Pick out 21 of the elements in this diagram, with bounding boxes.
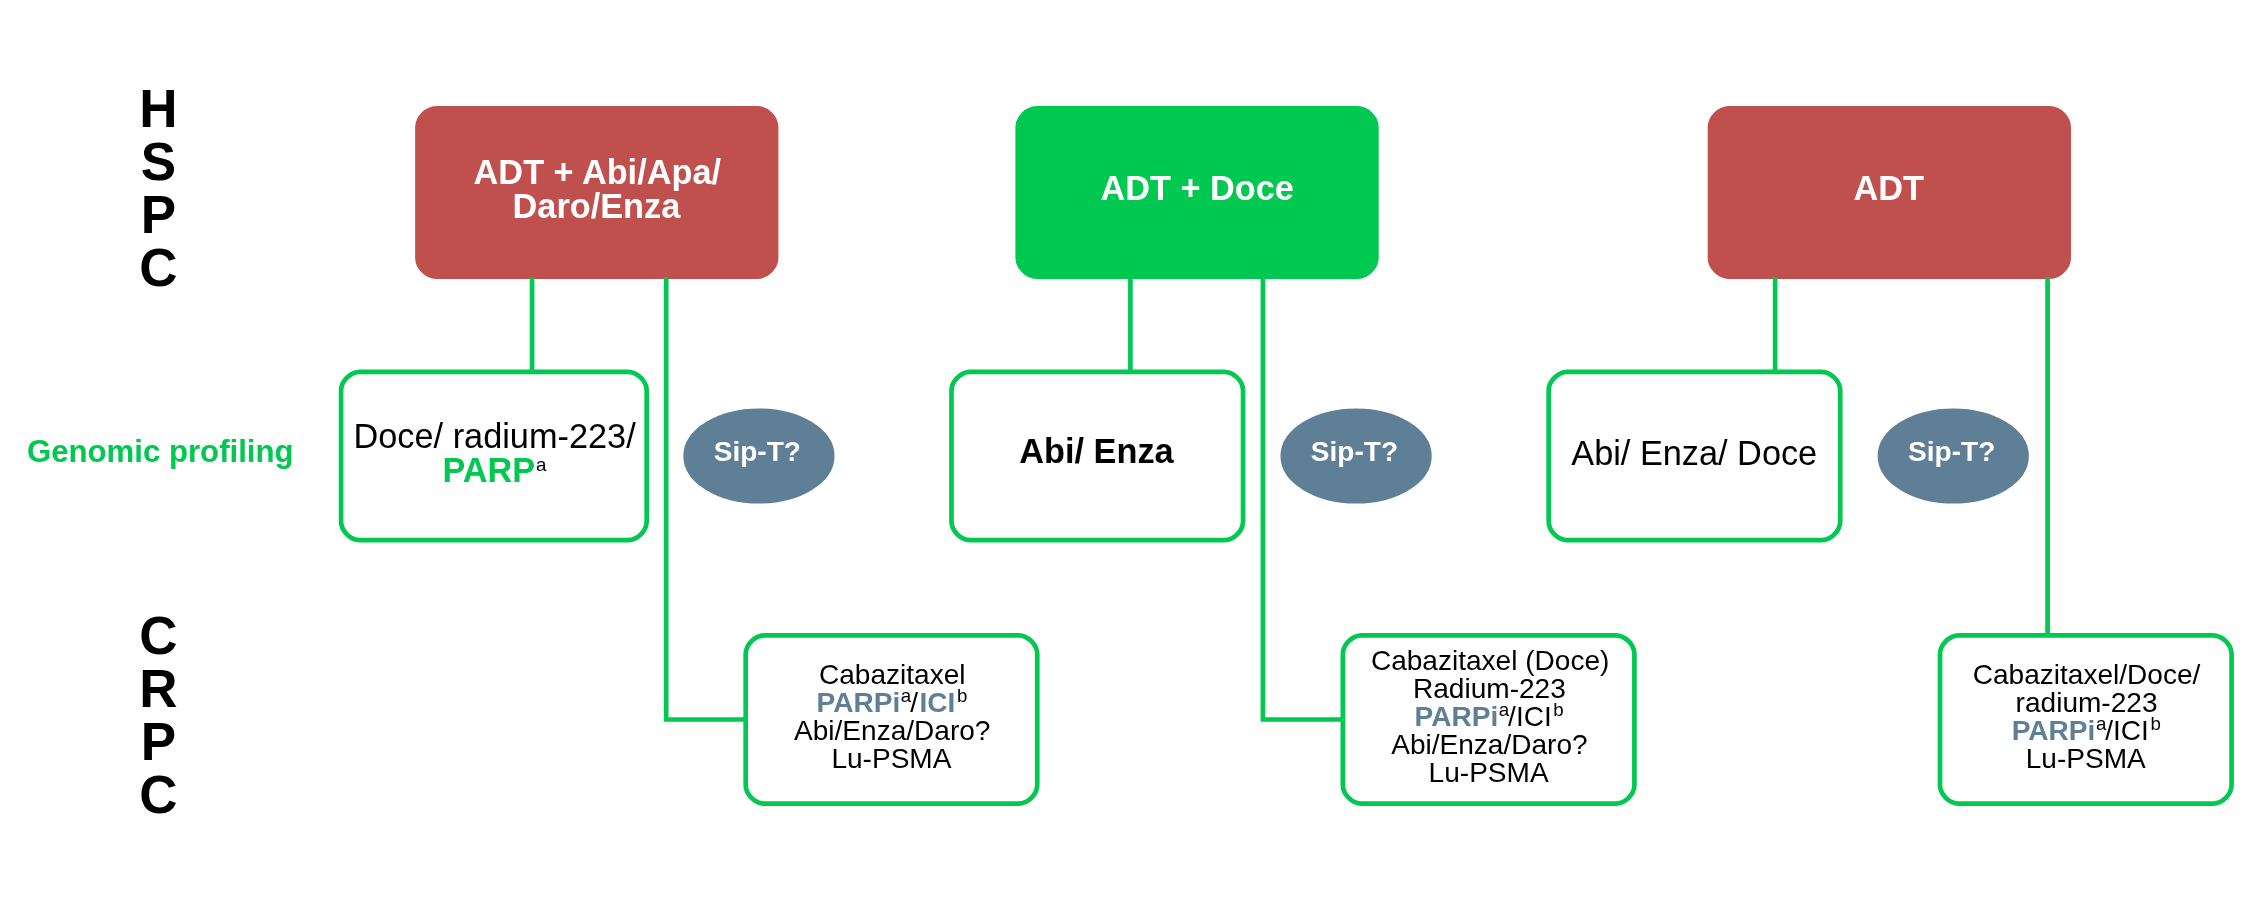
label: Genomic profiling [26, 434, 294, 470]
connector [663, 277, 746, 722]
node-ellipse: Sip-T? [1877, 408, 2029, 504]
connector [1772, 277, 1778, 372]
node-box: Abi/ Enza [949, 369, 1246, 543]
connector [1260, 277, 1343, 722]
node-box: Doce/ radium-223/ PARP$^{a}$ [338, 369, 649, 543]
node-ellipse: Sip-T? [683, 408, 835, 504]
node-box: ADT + Doce [1015, 105, 1379, 280]
label: HSPC [139, 79, 178, 298]
node-box: Cabazitaxel/Doce/ radium-223 PARPi$^{a}$/ICI$^{b}$ Lu-PSMA [1937, 632, 2234, 807]
node-box: Cabazitaxel PARPi$^{a}$/ICI$^{b}$ Abi/Enza/Daro? Lu-PSMA [743, 632, 1040, 807]
connector [2045, 277, 2050, 636]
connector [1128, 277, 1133, 372]
node-ellipse: Sip-T? [1280, 408, 1432, 504]
label: CRPC [139, 606, 178, 825]
node-box: ADT [1707, 105, 2071, 280]
node-box: Cabazitaxel (Doce) Radium-223 PARPi$^{a}$/ICI$^{b}$ Abi/Enza/Daro? Lu-PSMA [1340, 632, 1637, 807]
connector [529, 277, 535, 372]
node-box: Abi/ Enza/ Doce [1546, 369, 1843, 543]
node-box: ADT + Abi/Apa/ Daro/Enza [415, 105, 779, 280]
